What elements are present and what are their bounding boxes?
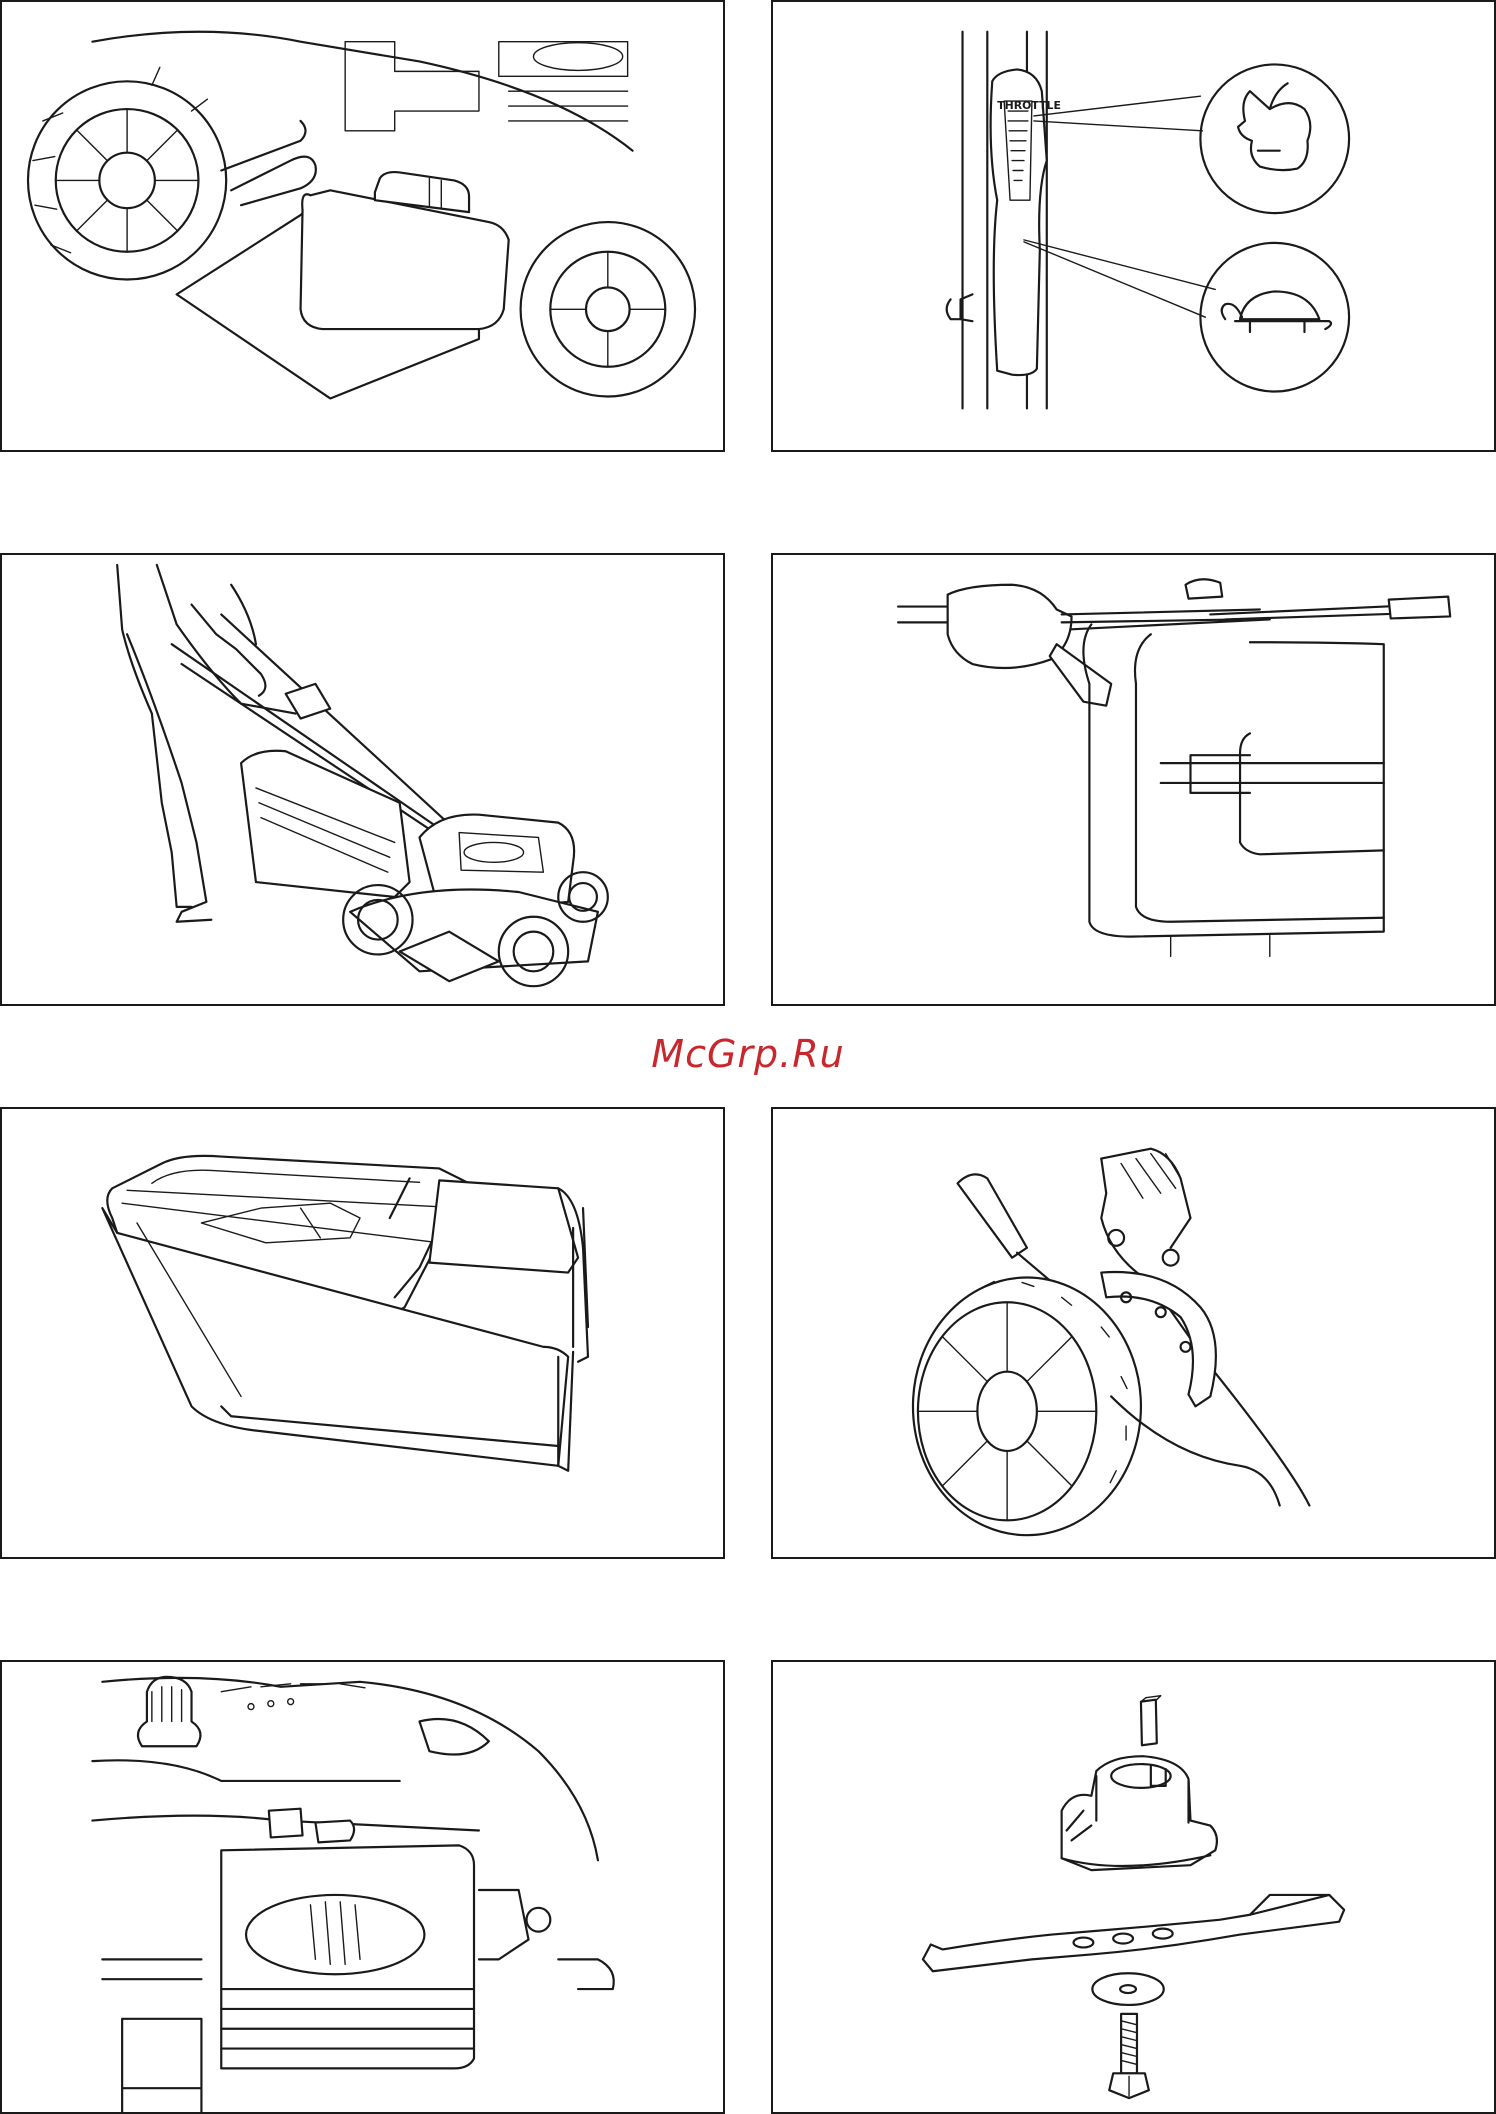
- panel-handle-controls: [771, 553, 1496, 1006]
- turtle-icon: [1222, 291, 1331, 332]
- panel-blade-assembly: [771, 1660, 1496, 2114]
- throttle-lever-icon: THROTTLE: [773, 2, 1494, 450]
- handle-control-icon: [773, 555, 1494, 1004]
- panel-engine-detail: [0, 1660, 725, 2114]
- panel-height-adjust: [771, 1107, 1496, 1559]
- panel-grass-catcher: [0, 1107, 725, 1559]
- rabbit-icon: [1238, 83, 1310, 170]
- throttle-label: THROTTLE: [997, 99, 1061, 112]
- blade-assembly-icon: [773, 1662, 1494, 2112]
- grass-catcher-on-mower-icon: [2, 2, 723, 450]
- panel-operator-mowing: [0, 553, 725, 1006]
- person-pushing-mower-icon: [2, 555, 723, 1004]
- grass-catcher-icon: [2, 1109, 723, 1557]
- wheel-height-lever-icon: [773, 1109, 1494, 1557]
- watermark: McGrp.Ru: [0, 1032, 1496, 1076]
- panel-throttle-lever: THROTTLE: [771, 0, 1496, 452]
- panel-grass-catcher-attach: [0, 0, 725, 452]
- engine-icon: [2, 1662, 723, 2112]
